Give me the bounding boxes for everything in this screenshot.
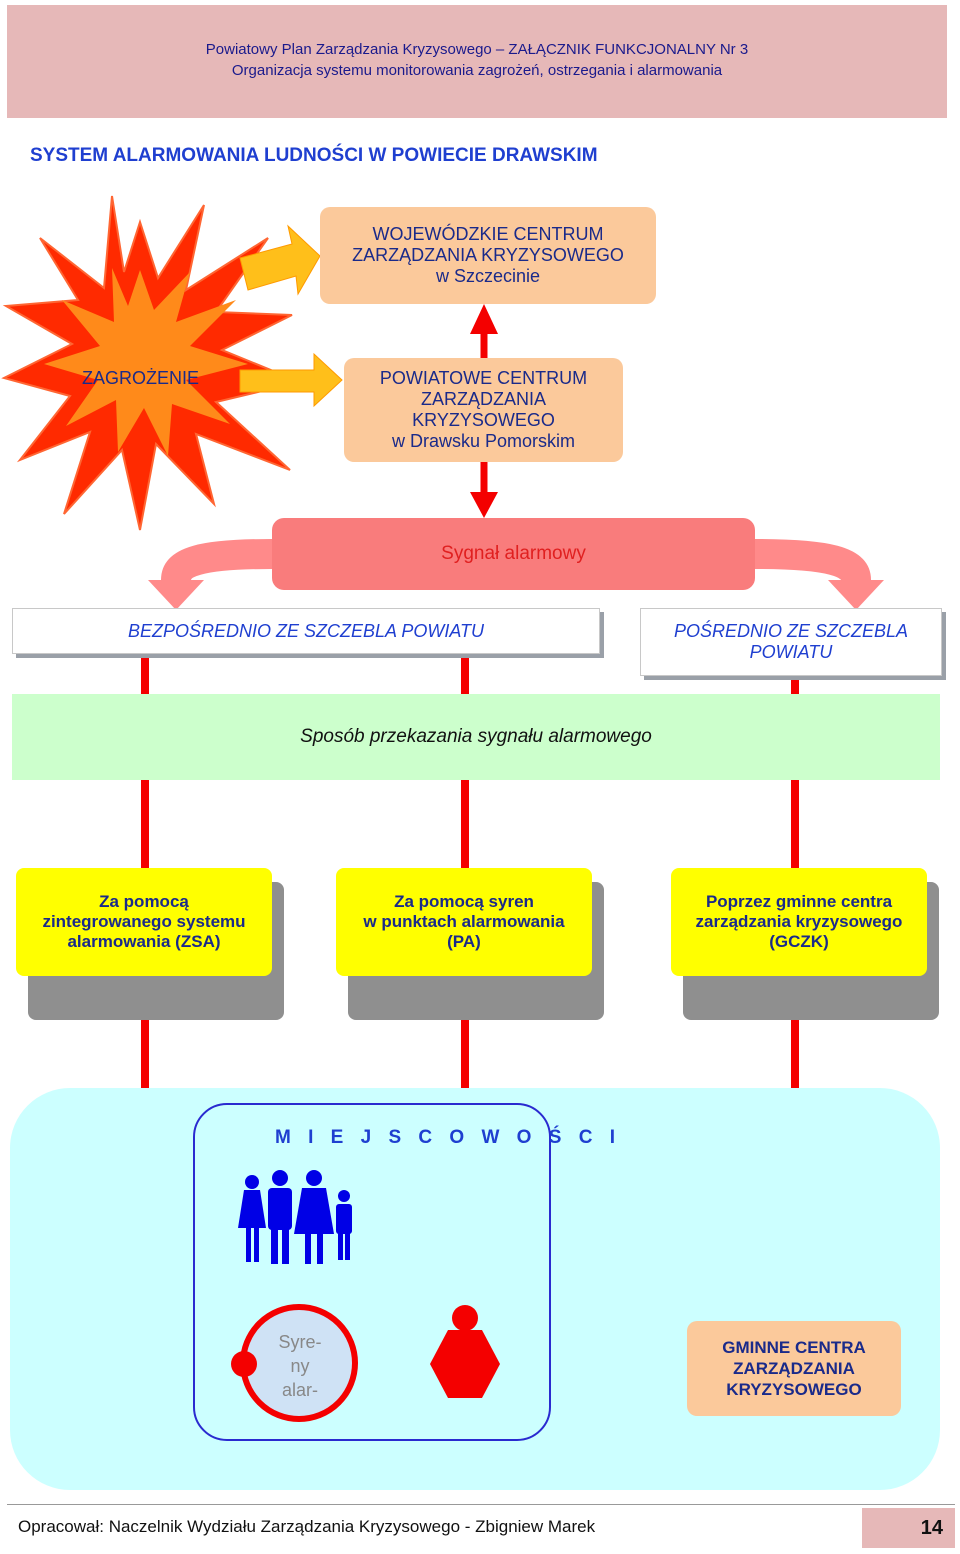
indirect-line1: POŚREDNIO ZE SZCZEBLA — [673, 621, 909, 641]
signal-box: Sygnał alarmowy — [272, 518, 755, 590]
zsa-box: Za pomocą zintegrowanego systemu alarmow… — [16, 868, 272, 976]
sirens-line2: ny — [290, 1356, 310, 1376]
footer-author: Opracował: Naczelnik Wydziału Zarządzani… — [18, 1517, 596, 1536]
zsa-line3: alarmowania (ZSA) — [67, 932, 221, 951]
pa-box: Za pomocą syren w punktach alarmowania (… — [336, 868, 592, 976]
indirect-box: POŚREDNIO ZE SZCZEBLA POWIATU — [640, 608, 942, 676]
arrow-left-curve — [161, 539, 273, 582]
sirens-label: Syre- ny alar- — [262, 1330, 338, 1402]
arrow-right-curve — [754, 539, 871, 583]
arrow-down-signal — [470, 492, 498, 518]
sirens-line3: alar- — [281, 1380, 318, 1400]
gczk-method-line3: (GCZK) — [769, 932, 829, 951]
pczk-line1: POWIATOWE CENTRUM — [379, 368, 588, 388]
wczk-line1: WOJEWÓDZKIE CENTRUM — [372, 224, 604, 244]
pczk-line4: w Drawsku Pomorskim — [391, 431, 575, 451]
page-title: SYSTEM ALARMOWANIA LUDNOŚCI W POWIECIE D… — [30, 145, 598, 166]
wczk-box: WOJEWÓDZKIE CENTRUM ZARZĄDZANIA KRYZYSOW… — [320, 207, 656, 304]
hexagon-node — [430, 1330, 500, 1398]
direct-box: BEZPOŚREDNIO ZE SZCZEBLA POWIATU — [12, 608, 600, 654]
sirens-circle — [240, 1304, 358, 1422]
indirect-line2: POWIATU — [749, 642, 833, 662]
method-banner: Sposób przekazania sygnału alarmowego — [12, 694, 940, 780]
gmina-box: GMINNE CENTRA ZARZĄDZANIA KRYZYSOWEGO — [687, 1321, 901, 1416]
threat-label: ZAGROŻENIE — [82, 368, 200, 388]
pa-line3: (PA) — [447, 932, 481, 951]
gmina-line1: GMINNE CENTRA — [722, 1338, 866, 1357]
pa-line1: Za pomocą syren — [394, 892, 534, 911]
header-title: Powiatowy Plan Zarządzania Kryzysowego –… — [205, 41, 749, 58]
wczk-line2: ZARZĄDZANIA KRYZYSOWEGO — [352, 245, 624, 265]
arrow-to-pczk — [239, 352, 343, 408]
pczk-box: POWIATOWE CENTRUM ZARZĄDZANIA KRYZYSOWEG… — [344, 358, 623, 462]
footer-divider — [7, 1504, 955, 1505]
pa-line2: w punktach alarmowania — [363, 912, 565, 931]
zsa-line2: zintegrowanego systemu — [42, 912, 246, 931]
arrow-up-wczk — [470, 304, 498, 334]
localities-area — [10, 1088, 940, 1490]
gczk-method-line2: zarządzania kryzysowego — [695, 912, 903, 931]
localities-box — [193, 1103, 551, 1441]
arrow-to-wczk — [239, 224, 321, 296]
people-icon — [238, 1170, 352, 1264]
gczk-method-line1: Poprzez gminne centra — [705, 892, 893, 911]
zsa-line1: Za pomocą — [99, 892, 189, 911]
wczk-line3: w Szczecinie — [435, 266, 541, 286]
gmina-line3: KRYZYSOWEGO — [726, 1380, 862, 1399]
pczk-line2: ZARZĄDZANIA — [420, 389, 546, 409]
page-number: 14 — [862, 1508, 955, 1548]
header-subtitle: Organizacja systemu monitorowania zagroż… — [231, 62, 723, 79]
threat-starburst-core — [44, 268, 248, 456]
sirens-line1: Syre- — [278, 1332, 322, 1352]
pczk-line3: KRYZYSOWEGO — [412, 410, 555, 430]
gmina-line2: ZARZĄDZANIA — [733, 1359, 855, 1378]
localities-label: M I E J S C O W O Ś C I — [275, 1127, 621, 1148]
gczk-method-box: Poprzez gminne centra zarządzania kryzys… — [671, 868, 927, 976]
page-header: Powiatowy Plan Zarządzania Kryzysowego –… — [7, 5, 947, 118]
